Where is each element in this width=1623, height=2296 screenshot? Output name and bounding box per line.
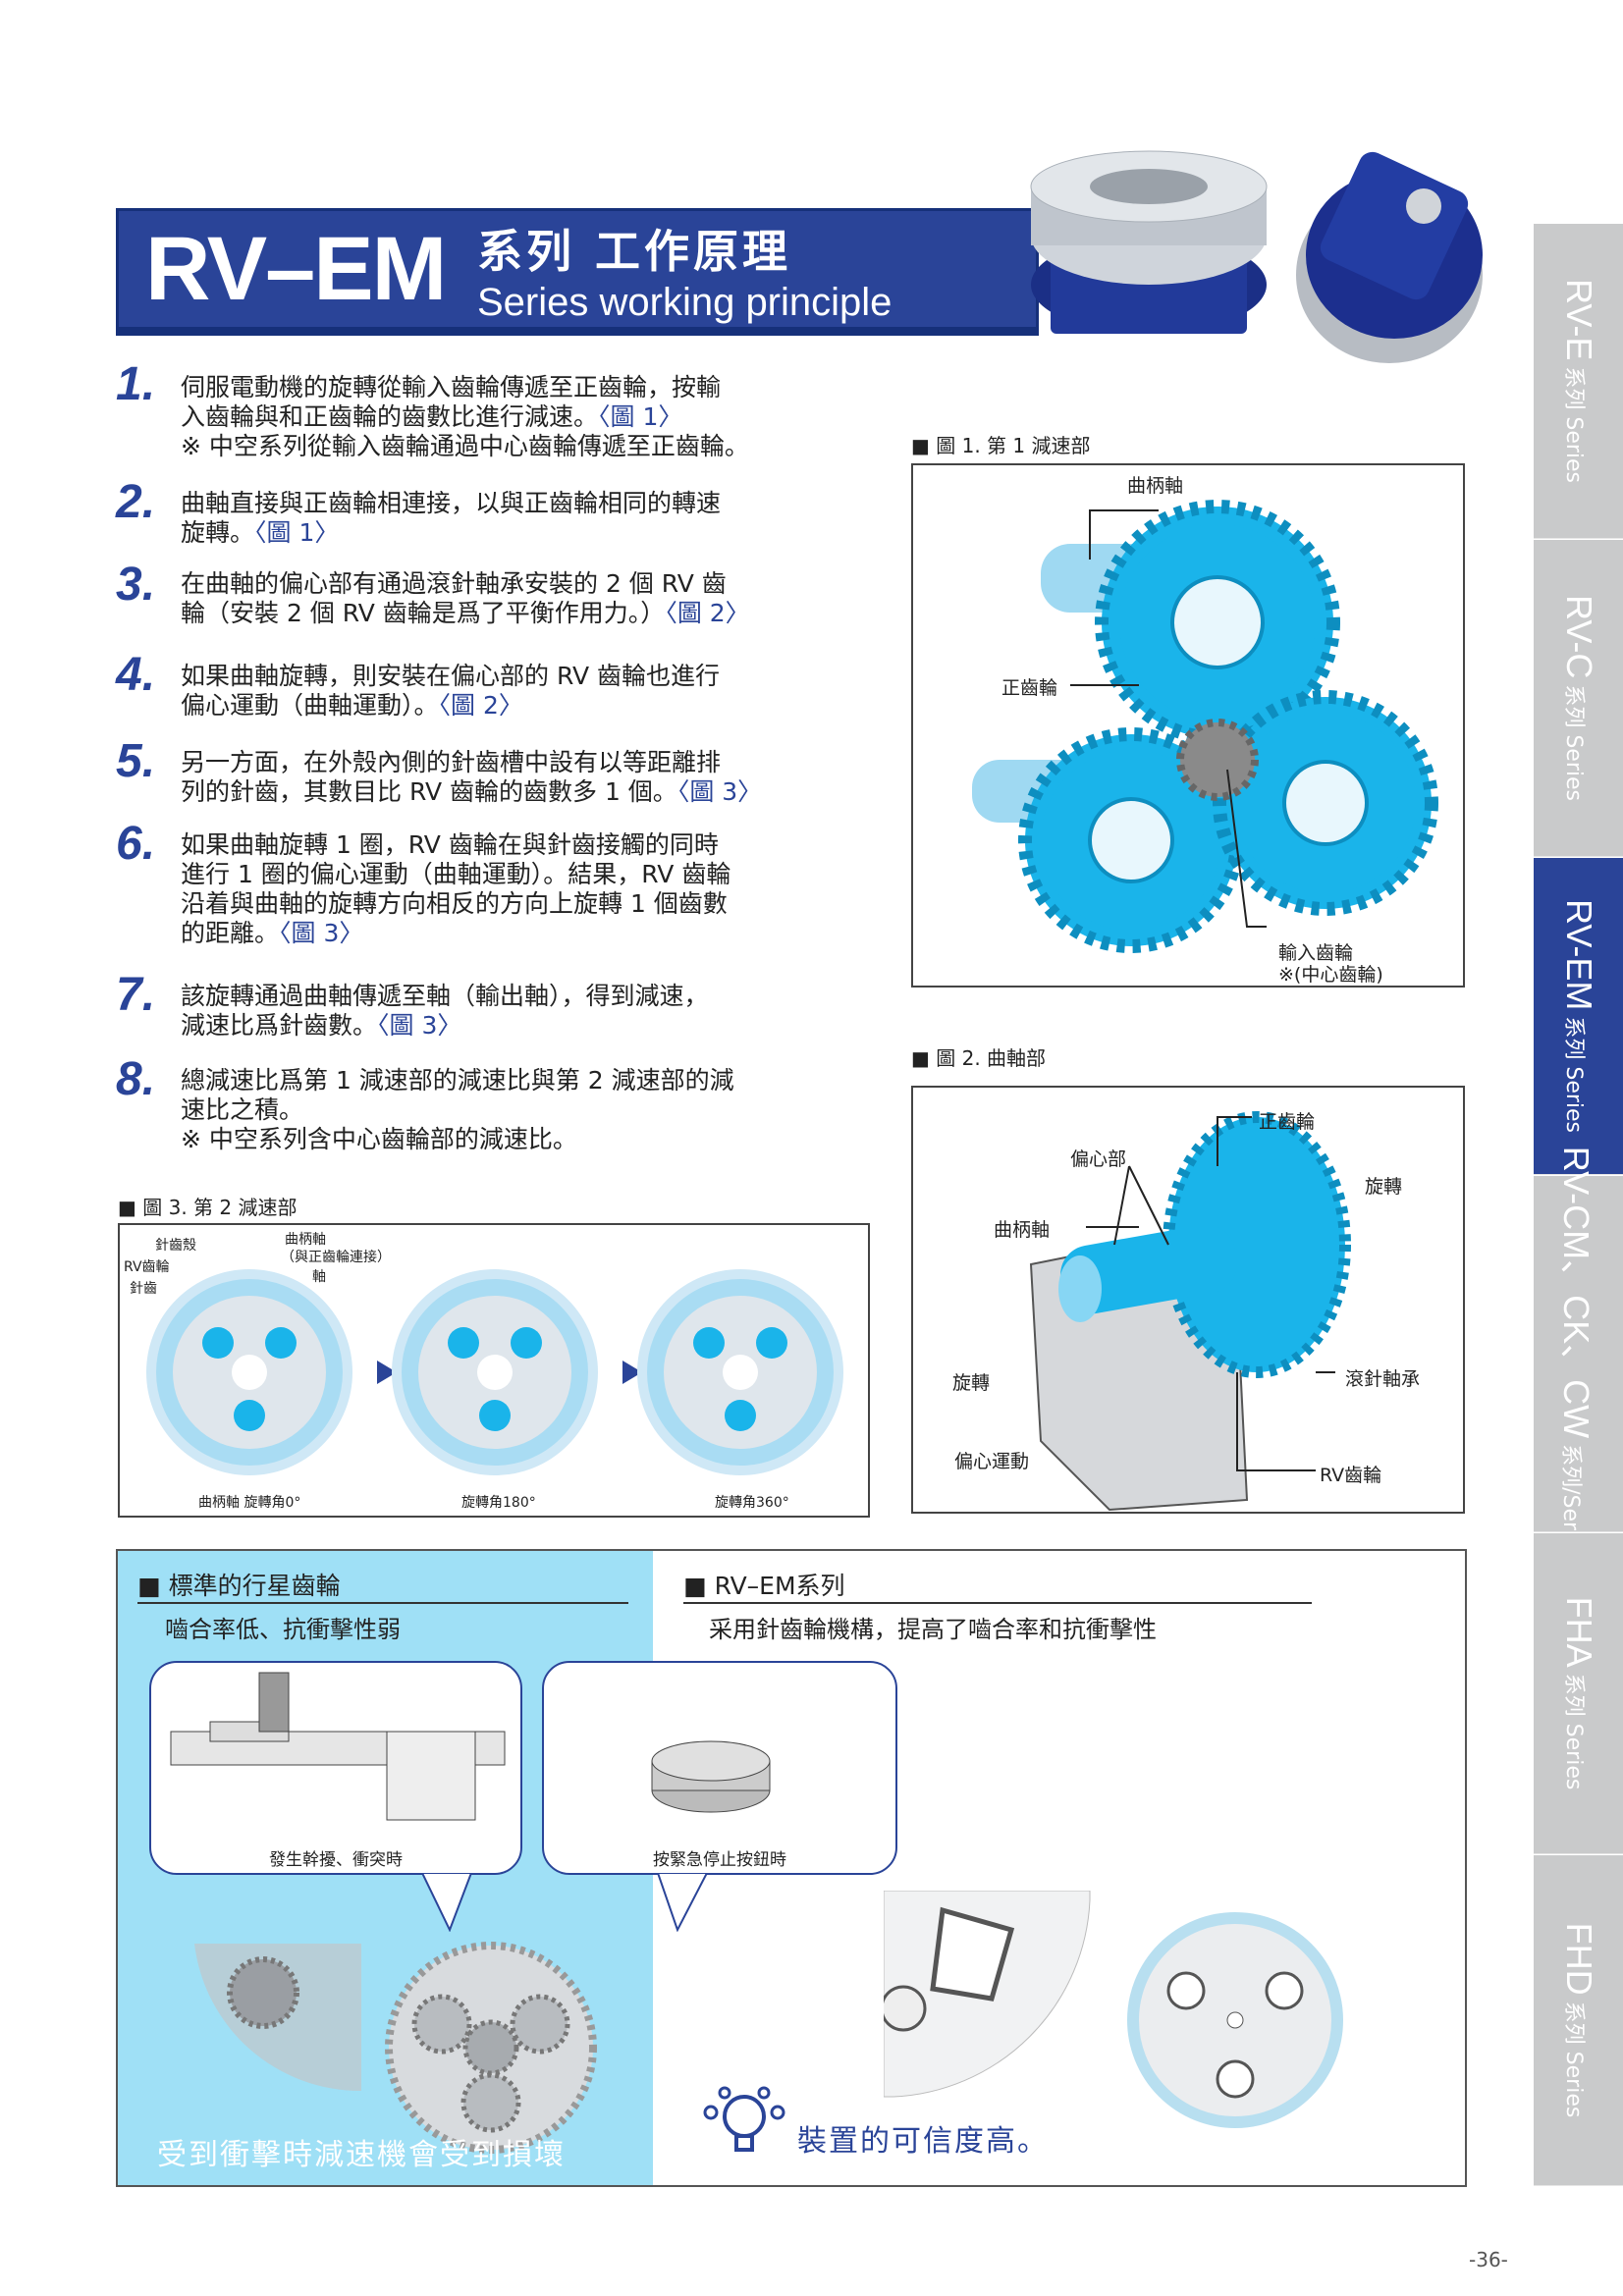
step-number: 4. — [116, 649, 156, 701]
page-number: -36- — [1469, 2248, 1508, 2271]
left-result: 受到衝擊時減速機會受到損壞 — [157, 2138, 566, 2172]
gear-train-diagram — [972, 500, 1438, 953]
label-crank-shaft: 曲柄軸 — [1127, 475, 1184, 497]
label-spur-gear: 正齒輪 — [1259, 1111, 1316, 1133]
step-text: 如果曲軸旋轉，則安裝在偏心部的 RV 齒輪也進行 偏心運動（曲軸運動）。〈圖 2… — [181, 662, 721, 720]
step-text: 在曲軸的偏心部有通過滾針軸承安裝的 2 個 RV 齒 輪（安裝 2 個 RV 齒… — [181, 569, 750, 627]
left-bubble-caption: 發生幹擾、衝突時 — [269, 1850, 403, 1870]
tab-rv-c[interactable]: RV-C系列 Series — [1534, 540, 1623, 857]
step-text: 如果曲軸旋轉 1 圈，RV 齒輪在與針齒接觸的同時 進行 1 圈的偏心運動（曲軸… — [181, 830, 731, 947]
bubble-pointer — [656, 1873, 709, 1932]
page-title: RV–EM — [145, 219, 447, 319]
label-state-180: 旋轉角180° — [461, 1495, 536, 1511]
step-text: 該旋轉通過曲軸傳遞至軸（輸出軸），得到減速， 減速比爲針齒數。〈圖 3〉 — [181, 982, 709, 1040]
page-title-en: Series working principle — [477, 281, 893, 324]
emergency-stop-illustration — [651, 1740, 771, 1813]
left-subtitle: 嚙合率低、抗衝擊性弱 — [165, 1616, 401, 1643]
rv-gear-partial — [884, 1891, 1091, 2098]
tab-fhd[interactable]: FHD系列 Series — [1534, 1855, 1623, 2186]
label-rv-gear: RV齒輪 — [124, 1259, 170, 1275]
figure-3-caption: ■ 圖 3. 第 2 減速部 — [118, 1196, 298, 1219]
label-rv-gear: RV齒輪 — [1320, 1465, 1382, 1486]
label-spur-gear: 正齒輪 — [1001, 677, 1058, 699]
figure-1-caption: ■ 圖 1. 第 1 減速部 — [911, 434, 1091, 457]
figure-1: 曲柄軸 正齒輪 輸入齒輪 ※(中心齒輪) — [911, 463, 1465, 988]
gantry-illustration — [170, 1672, 506, 1821]
lightbulb-icon — [703, 2086, 785, 2152]
right-heading: ■ RV–EM系列 — [683, 1572, 845, 1600]
reduction-stages-diagram — [146, 1269, 843, 1475]
tab-rv-e[interactable]: RV-E系列 Series — [1534, 224, 1623, 539]
label-pin: 針齒 — [130, 1281, 157, 1297]
label-state-360: 旋轉角360° — [715, 1495, 789, 1511]
label-eccentric-motion: 偏心運動 — [954, 1451, 1030, 1472]
page-title-cn: 系列 工作原理 — [477, 225, 792, 278]
step-text: 曲軸直接與正齒輪相連接，以與正齒輪相同的轉速 旋轉。〈圖 1〉 — [181, 489, 722, 547]
tab-rv-cm[interactable]: RV-CM、CK、CW系列/Series — [1534, 1147, 1623, 1561]
step-number: 8. — [116, 1053, 156, 1105]
label-state-0: 曲柄軸 旋轉角0° — [198, 1495, 301, 1511]
right-subtitle: 采用針齒輪機構，提高了嚙合率和抗衝擊性 — [709, 1616, 1157, 1643]
left-heading: ■ 標準的行星齒輪 — [137, 1572, 341, 1600]
bubble-pointer — [420, 1873, 473, 1932]
step-number: 5. — [116, 735, 156, 787]
label-crank-shaft: 曲柄軸 — [994, 1219, 1051, 1241]
left-bubble: 發生幹擾、衝突時 — [149, 1661, 522, 1875]
right-bubble-caption: 按緊急停止按鈕時 — [653, 1850, 786, 1870]
step-text: 另一方面，在外殼內側的針齒槽中設有以等距離排 列的針齒，其數目比 RV 齒輪的齒… — [181, 748, 763, 806]
label-pin-case: 針齒殼 — [155, 1238, 196, 1254]
label-input-gear: 輸入齒輪 — [1278, 942, 1354, 964]
label-needle-bearing: 滾針軸承 — [1345, 1368, 1421, 1390]
step-text: 伺服電動機的旋轉從輸入齒輪傳遞至正齒輪，按輸 入齒輪與和正齒輪的齒數比進行減速。… — [181, 373, 749, 460]
label-input-gear-note: ※(中心齒輪) — [1278, 964, 1383, 986]
step-number: 7. — [116, 969, 156, 1021]
rv-gear-full — [1127, 1912, 1343, 2128]
title-banner — [116, 208, 1039, 330]
planetary-gear — [385, 1942, 597, 2154]
right-result: 裝置的可信度高。 — [797, 2124, 1049, 2159]
step-number: 2. — [116, 476, 156, 528]
product-image-reducer-blue — [1296, 151, 1483, 363]
step-text: 總減速比爲第 1 減速部的減速比與第 2 減速部的減 速比之積。 ※ 中空系列含… — [181, 1066, 734, 1153]
step-number: 6. — [116, 818, 156, 870]
label-rotation: 旋轉 — [1365, 1176, 1403, 1198]
crankshaft-diagram — [1029, 1111, 1351, 1512]
tab-fha[interactable]: FHA系列 Series — [1534, 1533, 1623, 1854]
label-rotation-2: 旋轉 — [952, 1372, 991, 1394]
label-shaft: 軸 — [312, 1269, 326, 1285]
divider — [137, 1602, 628, 1604]
figure-2: 正齒輪 偏心部 旋轉 曲柄軸 旋轉 滾針軸承 偏心運動 RV齒輪 — [911, 1086, 1465, 1514]
label-crank-shaft: 曲柄軸 — [285, 1232, 326, 1248]
right-bubble: 按緊急停止按鈕時 — [542, 1661, 897, 1875]
figure-3: 針齒殼 RV齒輪 針齒 曲柄軸 （與正齒輪連接） 軸 曲柄軸 旋轉角0° 旋轉角… — [118, 1223, 870, 1518]
planetary-gear-partial — [194, 1944, 361, 2092]
step-number: 3. — [116, 559, 156, 611]
step-number: 1. — [116, 358, 156, 410]
tab-rv-em[interactable]: RV-EM系列 Series — [1534, 858, 1623, 1175]
label-crank-note: （與正齒輪連接） — [281, 1250, 391, 1265]
banner-shadow — [116, 330, 1039, 336]
figure-2-caption: ■ 圖 2. 曲軸部 — [911, 1046, 1047, 1070]
product-image-reducer — [1030, 150, 1268, 334]
divider — [683, 1602, 1312, 1604]
label-eccentric: 偏心部 — [1070, 1148, 1127, 1170]
